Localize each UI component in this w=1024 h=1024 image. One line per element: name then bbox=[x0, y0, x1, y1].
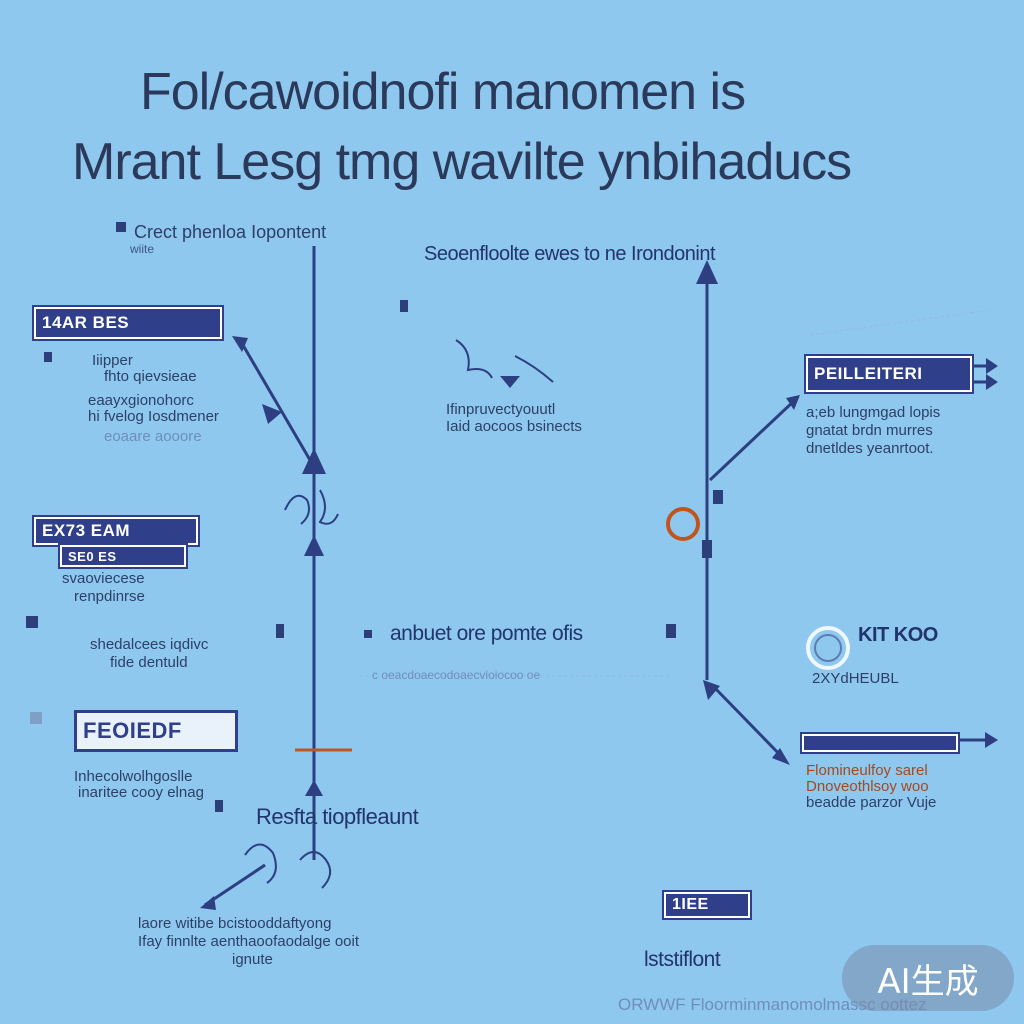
marker-square bbox=[44, 352, 52, 362]
right-box-2-text-2: Dnoveothlsoy woo bbox=[806, 778, 929, 795]
left-top-sub: wiite bbox=[130, 242, 155, 256]
ai-generated-badge: AI生成 bbox=[842, 945, 1014, 1011]
left-box-2-sub-label: SE0 ES bbox=[68, 548, 117, 564]
center-main-text: anbuet ore pomte ofis bbox=[390, 622, 583, 645]
white-ring-inner bbox=[814, 634, 842, 662]
left-box-2-text-1: svaoviecese bbox=[62, 570, 145, 587]
left-diagonal-head bbox=[232, 336, 248, 352]
right-ring-label: KIT KOO bbox=[858, 624, 938, 646]
white-ring bbox=[806, 626, 850, 670]
left-arrowhead-2 bbox=[304, 535, 324, 556]
left-box-1: 14AR BES bbox=[34, 307, 222, 339]
bottom-left-arrow bbox=[204, 863, 266, 907]
left-box-1-text-1: Iiipper bbox=[92, 352, 133, 369]
left-box-1-text-4: hi fvelog Iosdmener bbox=[88, 408, 219, 425]
bottom-text-1: laore witibe bcistooddaftyong bbox=[138, 915, 332, 932]
bottom-arrow-head bbox=[200, 896, 216, 910]
right-lower-start bbox=[703, 680, 720, 700]
left-squiggle-2 bbox=[318, 489, 339, 525]
right-lower-head bbox=[772, 748, 790, 765]
center-bottom-caption: lststiflont bbox=[644, 948, 721, 971]
right-box-1-text-2: gnatat brdn murres bbox=[806, 422, 933, 439]
right-box-2-text-1: Flomineulfoy sarel bbox=[806, 762, 928, 779]
left-box-3-text-1: Inhecolwolhgoslle bbox=[74, 768, 193, 785]
top-right-arrowhead-2 bbox=[986, 374, 998, 390]
center-arrowhead bbox=[500, 376, 520, 388]
right-box-2 bbox=[802, 734, 958, 752]
left-box-2-label: EX73 EAM bbox=[42, 521, 131, 540]
center-mid-caption-1: Ifinpruvectyouutl bbox=[446, 401, 556, 418]
right-ring-sub: 2XYdHEUBL bbox=[812, 670, 899, 687]
right-line-arrowhead-up bbox=[696, 260, 718, 284]
center-top-caption: Seoenfloolte ewes to ne Irondonint bbox=[424, 243, 716, 265]
marker-square bbox=[276, 624, 284, 638]
left-box-1-faint: eoaare aooore bbox=[104, 428, 202, 445]
marker-square bbox=[116, 222, 126, 232]
marker-square bbox=[713, 490, 723, 504]
center-bottom-label: 1IEE bbox=[672, 896, 709, 913]
center-squiggle-1 bbox=[455, 339, 493, 379]
right-box-2-text-3: beadde parzor Vuje bbox=[806, 794, 937, 811]
title-line-1: Fol/cawoidnofi manomen is bbox=[140, 63, 746, 121]
center-main-sub: c oeacdoaecodoaecvioiocoo oe bbox=[372, 668, 541, 682]
right-box-arrowhead bbox=[985, 732, 998, 748]
bottom-squiggle-1 bbox=[244, 843, 277, 884]
left-box-1-label: 14AR BES bbox=[42, 313, 130, 332]
title-line-2: Mrant Lesg tmg wavilte ynbihaducs bbox=[72, 133, 852, 191]
center-bottom-box: 1IEE bbox=[664, 892, 750, 918]
center-mid-caption-2: Iaid aocoos bsinects bbox=[446, 418, 582, 435]
orange-ring bbox=[666, 507, 700, 541]
marker-square bbox=[702, 540, 712, 558]
marker-square bbox=[364, 630, 372, 638]
left-diagonal-arrow bbox=[238, 339, 312, 461]
marker-square bbox=[215, 800, 223, 812]
footer-text: ORWWF Floorminmanomolmassc oottez bbox=[618, 995, 927, 1014]
right-box-1-label: PEILLEITERI bbox=[814, 364, 923, 383]
bottom-text-2: Ifay finnlte aenthaoofaodalge ooit bbox=[138, 933, 360, 950]
left-arrowhead-1 bbox=[302, 448, 326, 474]
left-box-2: EX73 EAM bbox=[34, 517, 198, 545]
right-lower-diagonal bbox=[710, 683, 787, 762]
marker-square bbox=[666, 624, 676, 638]
left-top-label: Crect phenloa Iopontent bbox=[134, 222, 327, 242]
left-middle-text-1: shedalcees iqdivc bbox=[90, 636, 209, 653]
left-box-3: FEOIEDF bbox=[74, 710, 238, 752]
right-upper-diagonal bbox=[708, 398, 797, 482]
top-right-arrowhead-1 bbox=[986, 358, 998, 374]
result-heading: Resfta tiopfleaunt bbox=[256, 804, 419, 829]
left-box-2-sub: SE0 ES bbox=[60, 545, 186, 567]
right-box-1-text-3: dnetldes yeanrtoot. bbox=[806, 440, 934, 457]
bottom-text-3: ignute bbox=[232, 951, 273, 968]
marker-square bbox=[400, 300, 408, 312]
bottom-squiggle-2 bbox=[299, 851, 332, 889]
left-box-3-label: FEOIEDF bbox=[83, 718, 182, 743]
left-diagonal-head-2 bbox=[262, 404, 282, 424]
marker-square bbox=[30, 712, 42, 724]
right-box-1: PEILLEITERI bbox=[806, 356, 972, 392]
right-box-1-text-1: a;eb lungmgad lopis bbox=[806, 404, 941, 421]
left-box-3-text-2: inaritee cooy elnag bbox=[78, 784, 204, 801]
left-middle-text-2: fide dentuld bbox=[110, 654, 188, 671]
left-box-2-text-2: renpdinrse bbox=[74, 588, 145, 605]
right-diagonal-head bbox=[786, 395, 800, 410]
center-squiggle-2 bbox=[514, 355, 554, 383]
marker-square bbox=[26, 616, 38, 628]
left-squiggle-1 bbox=[284, 494, 310, 525]
left-box-1-text-2: fhto qievsieae bbox=[104, 368, 197, 385]
left-box-1-text-3: eaayxgionohorc bbox=[88, 392, 194, 409]
faint-guide-top bbox=[809, 309, 991, 336]
left-arrowhead-3 bbox=[305, 780, 323, 796]
